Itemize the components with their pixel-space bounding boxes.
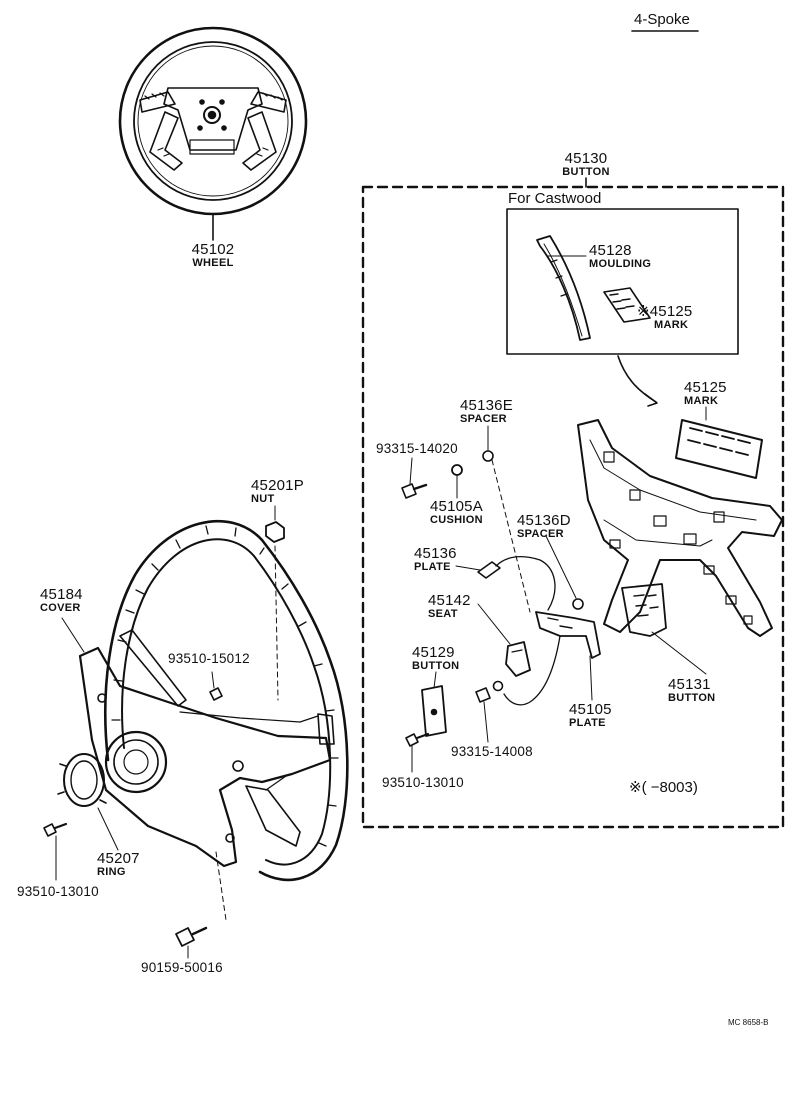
diagram-code: MC 8658-B [728, 1018, 769, 1027]
spacer-d-drawing [572, 598, 584, 610]
part-number: 45105 [569, 701, 612, 718]
leader-45136d [545, 535, 577, 599]
leader-45142 [477, 603, 511, 645]
part-name: RING [97, 865, 126, 878]
callout-45125: 45125 MARK [684, 380, 727, 407]
part-number: 45136 [414, 545, 457, 562]
screw-93315-14020-drawing [401, 483, 428, 499]
part-number: 45136D [517, 512, 571, 529]
part-name: BUTTON [562, 165, 610, 178]
callout-93510-15012: 93510-15012 [168, 651, 250, 666]
button-lower-drawing [621, 583, 667, 637]
part-name: PLATE [569, 716, 606, 729]
part-name: SEAT [428, 607, 458, 620]
remark-note: ※( −8003) [629, 779, 698, 796]
part-name: MOULDING [589, 257, 652, 270]
callout-45129: 45129 BUTTON [412, 645, 459, 672]
callout-45105: 45105 PLATE [569, 702, 612, 729]
callout-45136: 45136 PLATE [414, 546, 457, 573]
leader-45105 [589, 655, 593, 701]
plate-45136-drawing [477, 555, 556, 611]
part-name: SPACER [517, 527, 564, 540]
nut-drawing [265, 521, 285, 543]
bolt-90159-drawing [175, 851, 227, 959]
page-title: 4-Spoke [634, 11, 690, 28]
button-body-drawing [577, 419, 783, 637]
arrow-castwood [617, 355, 657, 403]
mark-castwood-drawing [603, 287, 651, 323]
leader-45184 [61, 617, 85, 653]
callout-45136d: 45136D SPACER [517, 513, 571, 540]
screw-93510-15012-drawing [209, 671, 223, 701]
ring-drawing [57, 753, 107, 807]
part-number: 45128 [589, 242, 632, 259]
part-number: 45130 [564, 150, 608, 167]
leader-45136 [455, 565, 481, 571]
mark-main-drawing [675, 419, 763, 479]
part-number: 45184 [40, 586, 83, 603]
callout-45207: 45207 RING [97, 851, 140, 878]
wheel-bottom-drawing [78, 519, 349, 882]
part-name: SPACER [460, 412, 507, 425]
seat-drawing [505, 641, 531, 677]
part-number: 45201P [251, 477, 304, 494]
leader-45207 [97, 807, 119, 851]
screw-93510-13010-left-drawing [43, 822, 68, 837]
castwood-title: For Castwood [508, 190, 602, 207]
part-number: 45207 [97, 850, 140, 867]
callout-45184: 45184 COVER [40, 587, 83, 614]
part-name: CUSHION [430, 513, 483, 526]
callout-45125-castwood: ※45125 MARK [637, 304, 692, 331]
leader-93315-14008 [483, 701, 489, 743]
screw-93510-13010-box-drawing [405, 732, 430, 747]
part-number: 45142 [428, 592, 471, 609]
leader-45131 [651, 631, 707, 675]
callout-45105a: 45105A CUSHION [430, 499, 483, 526]
part-name: COVER [40, 601, 81, 614]
screw-93315-14008-drawing [475, 680, 504, 703]
button-assembly-box [361, 185, 785, 829]
part-number: 45102 [191, 241, 235, 258]
part-number: ※45125 [637, 303, 693, 320]
callout-93510-13010-left: 93510-13010 [17, 884, 99, 899]
spacer-e-drawing [482, 450, 494, 462]
callout-45130: 45130 BUTTON [546, 151, 626, 178]
part-name: MARK [654, 318, 689, 331]
callout-45131: 45131 BUTTON [668, 677, 715, 704]
part-name: BUTTON [412, 659, 460, 672]
wheel-top-drawing [118, 26, 308, 216]
leader-93315-14020 [409, 457, 413, 485]
callout-90159-50016: 90159-50016 [141, 960, 223, 975]
part-name: MARK [684, 394, 719, 407]
callout-93315-14020: 93315-14020 [376, 441, 458, 456]
part-name: WHEEL [192, 256, 234, 269]
callout-45201p: 45201P NUT [251, 478, 304, 505]
part-number: 45131 [668, 676, 711, 693]
cushion-drawing [451, 464, 463, 476]
part-name: PLATE [414, 560, 451, 573]
callout-45102: 45102 WHEEL [183, 242, 243, 269]
leader-45129 [433, 671, 437, 689]
callout-93315-14008: 93315-14008 [451, 744, 533, 759]
part-number: 45136E [460, 397, 513, 414]
callout-45142: 45142 SEAT [428, 593, 471, 620]
part-name: BUTTON [668, 691, 716, 704]
moulding-drawing [536, 235, 591, 341]
part-number: 45129 [412, 644, 455, 661]
button-45129-drawing [421, 685, 447, 737]
castwood-box [506, 208, 739, 355]
callout-45136e: 45136E SPACER [460, 398, 513, 425]
part-name: NUT [251, 492, 275, 505]
part-number: 45105A [430, 498, 483, 515]
callout-93510-13010-box: 93510-13010 [382, 775, 464, 790]
callout-45128: 45128 MOULDING [589, 243, 651, 270]
part-number: 45125 [684, 379, 727, 396]
plate-45105-drawing [503, 611, 601, 706]
